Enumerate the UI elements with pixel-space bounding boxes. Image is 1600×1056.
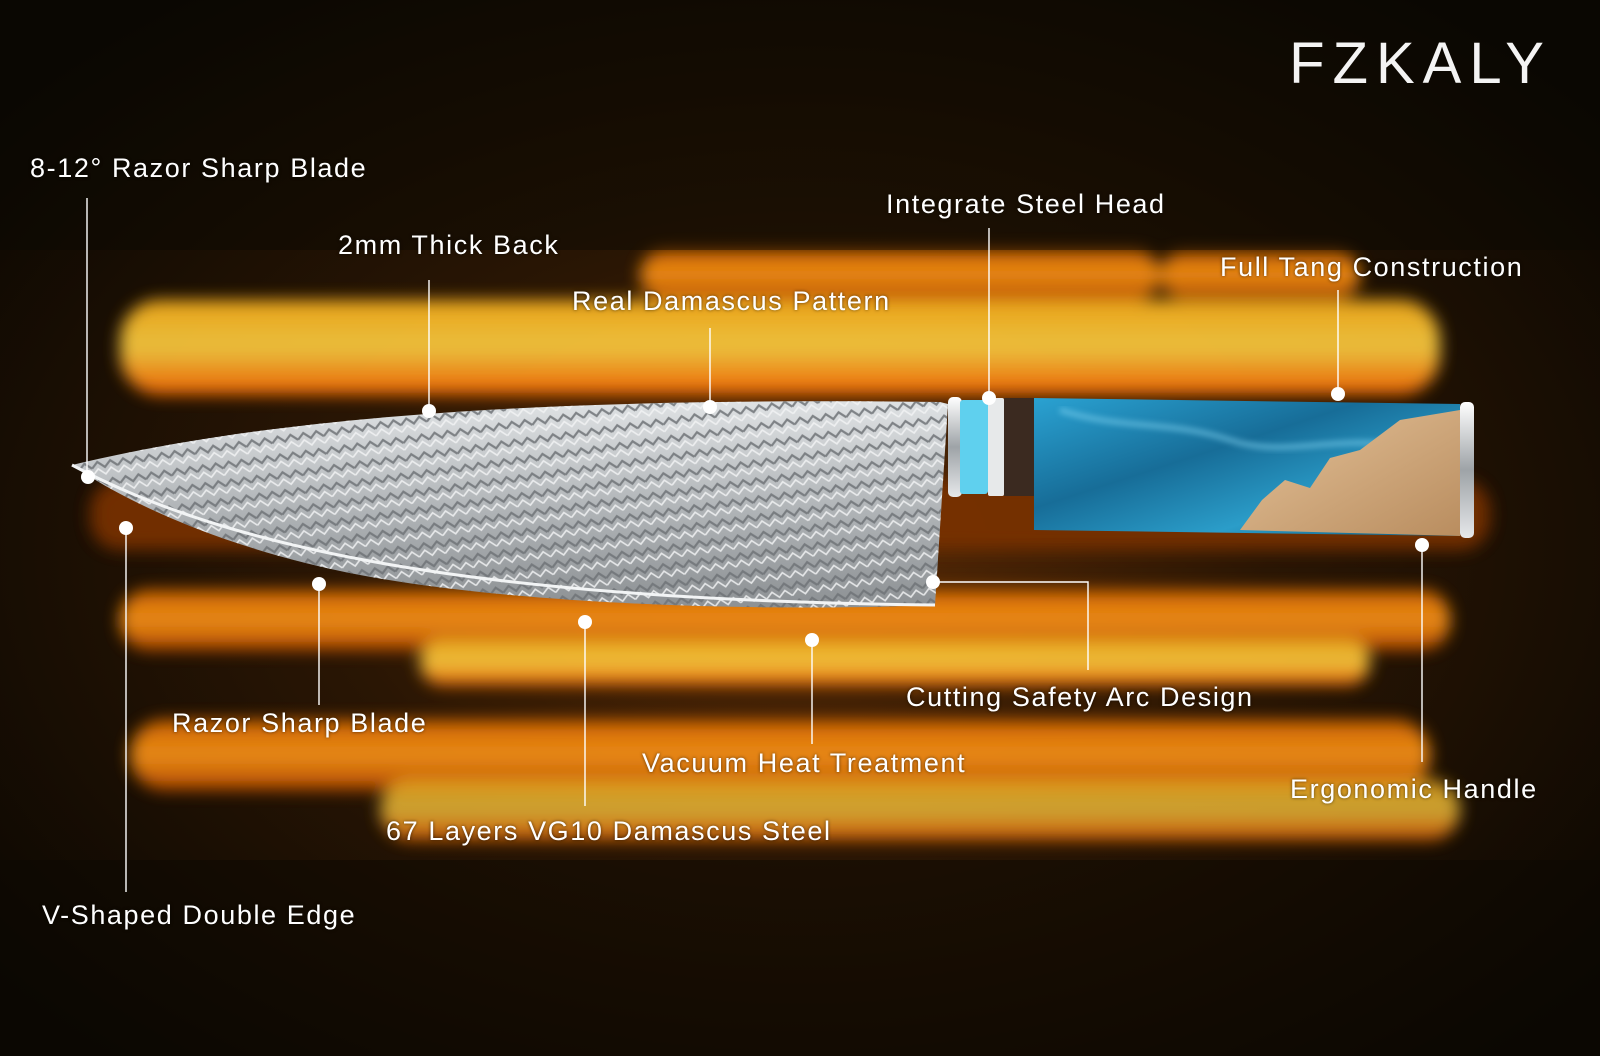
callout-double-edge: V-Shaped Double Edge bbox=[42, 900, 357, 930]
callout-dots bbox=[81, 387, 1429, 647]
callout-layers: 67 Layers VG10 Damascus Steel bbox=[386, 816, 832, 846]
knife bbox=[71, 397, 1474, 608]
brand-logo: FZKALY bbox=[1289, 31, 1552, 96]
callout-safety-arc: Cutting Safety Arc Design bbox=[906, 682, 1254, 712]
callout-razor-blade: Razor Sharp Blade bbox=[172, 708, 428, 738]
callout-vacuum-heat: Vacuum Heat Treatment bbox=[642, 748, 967, 778]
callout-damascus-pattern: Real Damascus Pattern bbox=[572, 286, 891, 316]
callout-razor-angle: 8-12° Razor Sharp Blade bbox=[30, 153, 368, 183]
callout-steel-head: Integrate Steel Head bbox=[886, 189, 1166, 219]
callout-lines bbox=[86, 198, 1423, 892]
callout-thick-back: 2mm Thick Back bbox=[338, 230, 560, 260]
callout-full-tang: Full Tang Construction bbox=[1220, 252, 1524, 282]
callout-ergonomic-handle: Ergonomic Handle bbox=[1290, 774, 1538, 804]
